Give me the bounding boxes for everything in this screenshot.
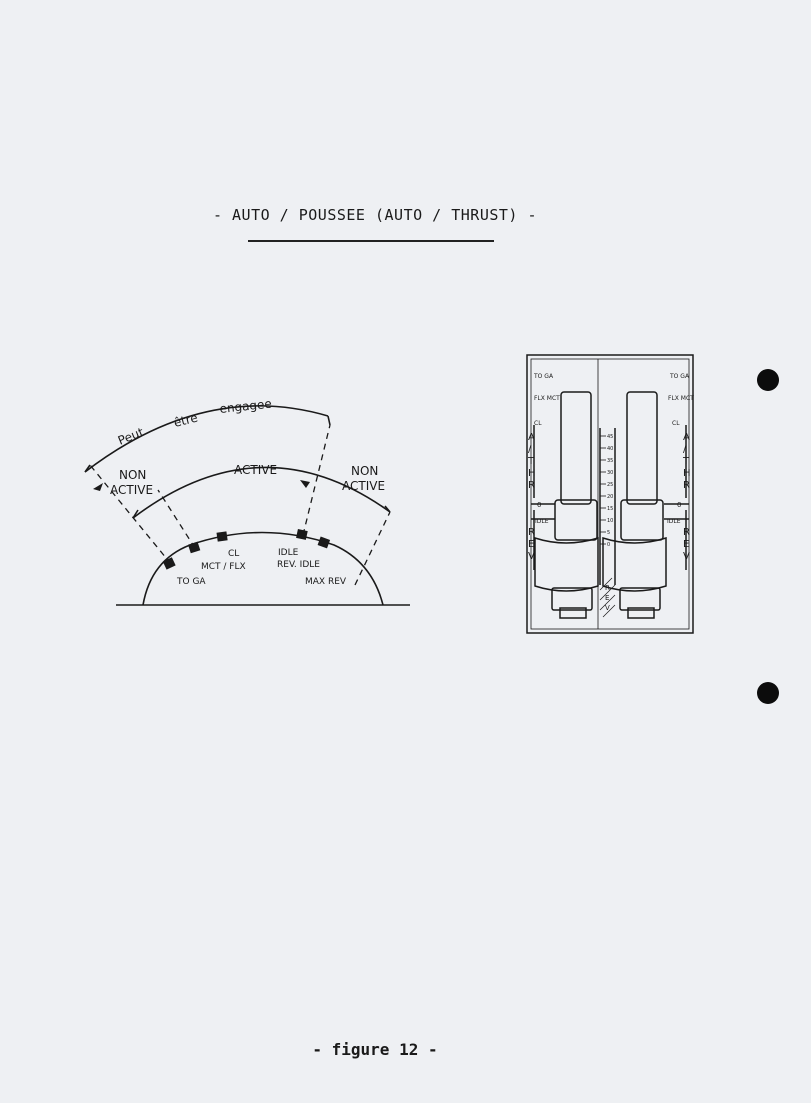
scale-label-35: 35 xyxy=(607,458,613,464)
left-rev-r: R xyxy=(528,527,535,538)
scale-label-20: 20 xyxy=(607,494,613,500)
right-athr-h: H xyxy=(683,468,691,479)
detent-marker-idle xyxy=(296,529,308,540)
title-underline xyxy=(248,240,494,242)
scale-label-30: 30 xyxy=(607,470,613,476)
center-rev-r: R xyxy=(605,584,610,592)
right-athr-r: R xyxy=(683,480,690,491)
left-lever-handle xyxy=(534,536,599,592)
quadrant-frame xyxy=(526,354,694,634)
zone-left-line2: ACTIVE xyxy=(110,483,153,497)
right-flxmct-label: FLX MCT xyxy=(668,395,694,402)
left-lever-collar xyxy=(554,499,598,541)
detent-label-toga: TO GA xyxy=(176,577,206,587)
active-zone-arc xyxy=(132,466,391,519)
detent-marker-mct xyxy=(188,541,201,554)
mct-dashed-line xyxy=(157,489,196,549)
right-cl-label: CL xyxy=(672,420,680,427)
detent-marker-toga xyxy=(162,557,176,570)
left-athr-h: H xyxy=(528,468,536,479)
scale-label-15: 15 xyxy=(607,506,613,512)
left-rev-e: E xyxy=(528,539,534,550)
left-zero-label: 0 xyxy=(537,501,541,509)
right-lever-shaft xyxy=(626,391,658,505)
page-title: - AUTO / POUSSEE (AUTO / THRUST) - xyxy=(212,206,538,224)
etre-label: être xyxy=(172,410,199,429)
right-athr-slash: / xyxy=(683,444,687,455)
scale-label-40: 40 xyxy=(607,446,613,452)
center-rev-v: V xyxy=(605,604,610,612)
left-lever-shaft xyxy=(560,391,592,505)
right-rev-v: V xyxy=(683,551,690,562)
left-athr-t: T xyxy=(527,456,535,467)
zone-right-line1: NON xyxy=(351,464,378,478)
detent-marker-revidle xyxy=(317,536,331,549)
maxrev-dashed-line xyxy=(354,511,391,586)
engagee-label: engagee xyxy=(219,397,273,416)
scale-label-25: 25 xyxy=(607,482,613,488)
detent-label-cl: CL xyxy=(228,549,239,559)
right-zero-label: 0 xyxy=(677,501,681,509)
scale-label-45: 45 xyxy=(607,434,613,440)
detent-label-idle: IDLE xyxy=(278,548,299,558)
right-lever-handle xyxy=(602,536,667,592)
punch-hole-top xyxy=(757,369,779,391)
toga-dashed-line xyxy=(89,464,172,565)
zone-left-line1: NON xyxy=(119,468,146,482)
right-lever-collar xyxy=(620,499,664,541)
center-rev-e: E xyxy=(605,594,609,602)
right-toga-label: TO GA xyxy=(669,373,690,380)
scale-label-10: 10 xyxy=(607,518,613,524)
zone-right-line2: ACTIVE xyxy=(342,479,385,493)
left-toga-label: TO GA xyxy=(533,373,554,380)
left-flxmct-label: FLX MCT xyxy=(534,395,560,402)
detent-label-mct: MCT / FLX xyxy=(201,562,246,572)
scale-label-0: 0 xyxy=(607,542,610,548)
right-rev-r: R xyxy=(683,527,690,538)
zone-middle-label: ACTIVE xyxy=(234,463,277,477)
punch-hole-bottom xyxy=(757,682,779,704)
detent-label-maxrev: MAX REV xyxy=(305,577,347,587)
right-idle-label: IDLE xyxy=(667,518,681,525)
right-athr-t: T xyxy=(682,456,690,467)
detent-marker-cl xyxy=(216,531,228,542)
left-athr-slash: / xyxy=(528,444,532,455)
left-rev-v: V xyxy=(528,551,535,562)
detent-arc xyxy=(142,531,384,606)
right-athr-a: A xyxy=(683,432,690,443)
left-athr-r: R xyxy=(528,480,535,491)
idle-dashed-line xyxy=(302,424,331,536)
scale-label-5: 5 xyxy=(607,530,610,536)
engageable-zone-arc xyxy=(84,405,329,473)
peut-label: Peut xyxy=(116,425,146,448)
detent-label-revidle: REV. IDLE xyxy=(277,560,320,570)
right-rev-e: E xyxy=(683,539,689,550)
left-idle-label: IDLE xyxy=(535,518,549,525)
figure-caption: - figure 12 - xyxy=(312,1040,438,1059)
left-cl-label: CL xyxy=(534,420,542,427)
left-athr-a: A xyxy=(528,432,535,443)
